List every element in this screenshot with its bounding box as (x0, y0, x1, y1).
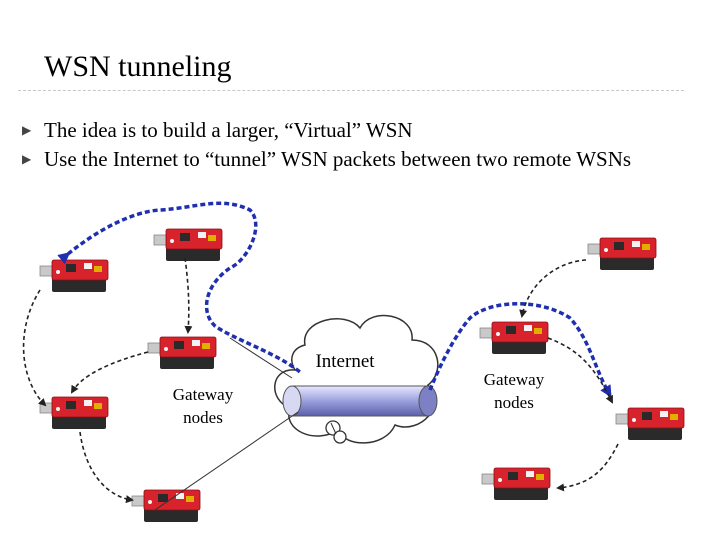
bullet-text: Use the Internet to “tunnel” WSN packets… (44, 147, 632, 171)
uplink-line (154, 411, 299, 511)
gateway-label-left: Gateway nodes (172, 385, 234, 427)
uplink-line (229, 337, 293, 379)
local-link (556, 443, 619, 492)
bullet-arrow-icon: ▶ (22, 152, 32, 166)
bullet-arrow-icon: ▶ (22, 123, 32, 137)
tunnel-link (428, 302, 612, 398)
sensor-node (153, 228, 223, 262)
internet-label: Internet (315, 351, 375, 372)
slide-title: WSN tunneling (44, 50, 232, 83)
bullet-text: The idea is to build a larger, “Virtual”… (44, 118, 413, 142)
router-icon (325, 420, 347, 444)
sensor-node (481, 467, 551, 501)
local-link (547, 337, 613, 404)
bullet-item: ▶ The idea is to build a larger, “Virtua… (18, 116, 698, 145)
local-link (79, 431, 134, 504)
bullet-item: ▶ Use the Internet to “tunnel” WSN packe… (18, 145, 684, 174)
local-link (519, 259, 587, 318)
local-link (22, 289, 47, 407)
sensor-node (615, 407, 685, 441)
local-link (70, 351, 149, 394)
title-divider (18, 90, 684, 91)
local-link (184, 257, 193, 334)
sensor-node (587, 237, 657, 271)
bullet-list: ▶ The idea is to build a larger, “Virtua… (18, 116, 698, 174)
gateway-node-right (479, 321, 549, 355)
sensor-node (39, 396, 109, 430)
gateway-label-right: Gateway nodes (483, 370, 545, 412)
gateway-node-left (147, 336, 217, 370)
sensor-node (39, 259, 109, 293)
tunnel-link (57, 201, 302, 374)
internet-cloud (274, 314, 439, 444)
sensor-node (131, 489, 201, 523)
tunnel-pipe (282, 385, 438, 417)
